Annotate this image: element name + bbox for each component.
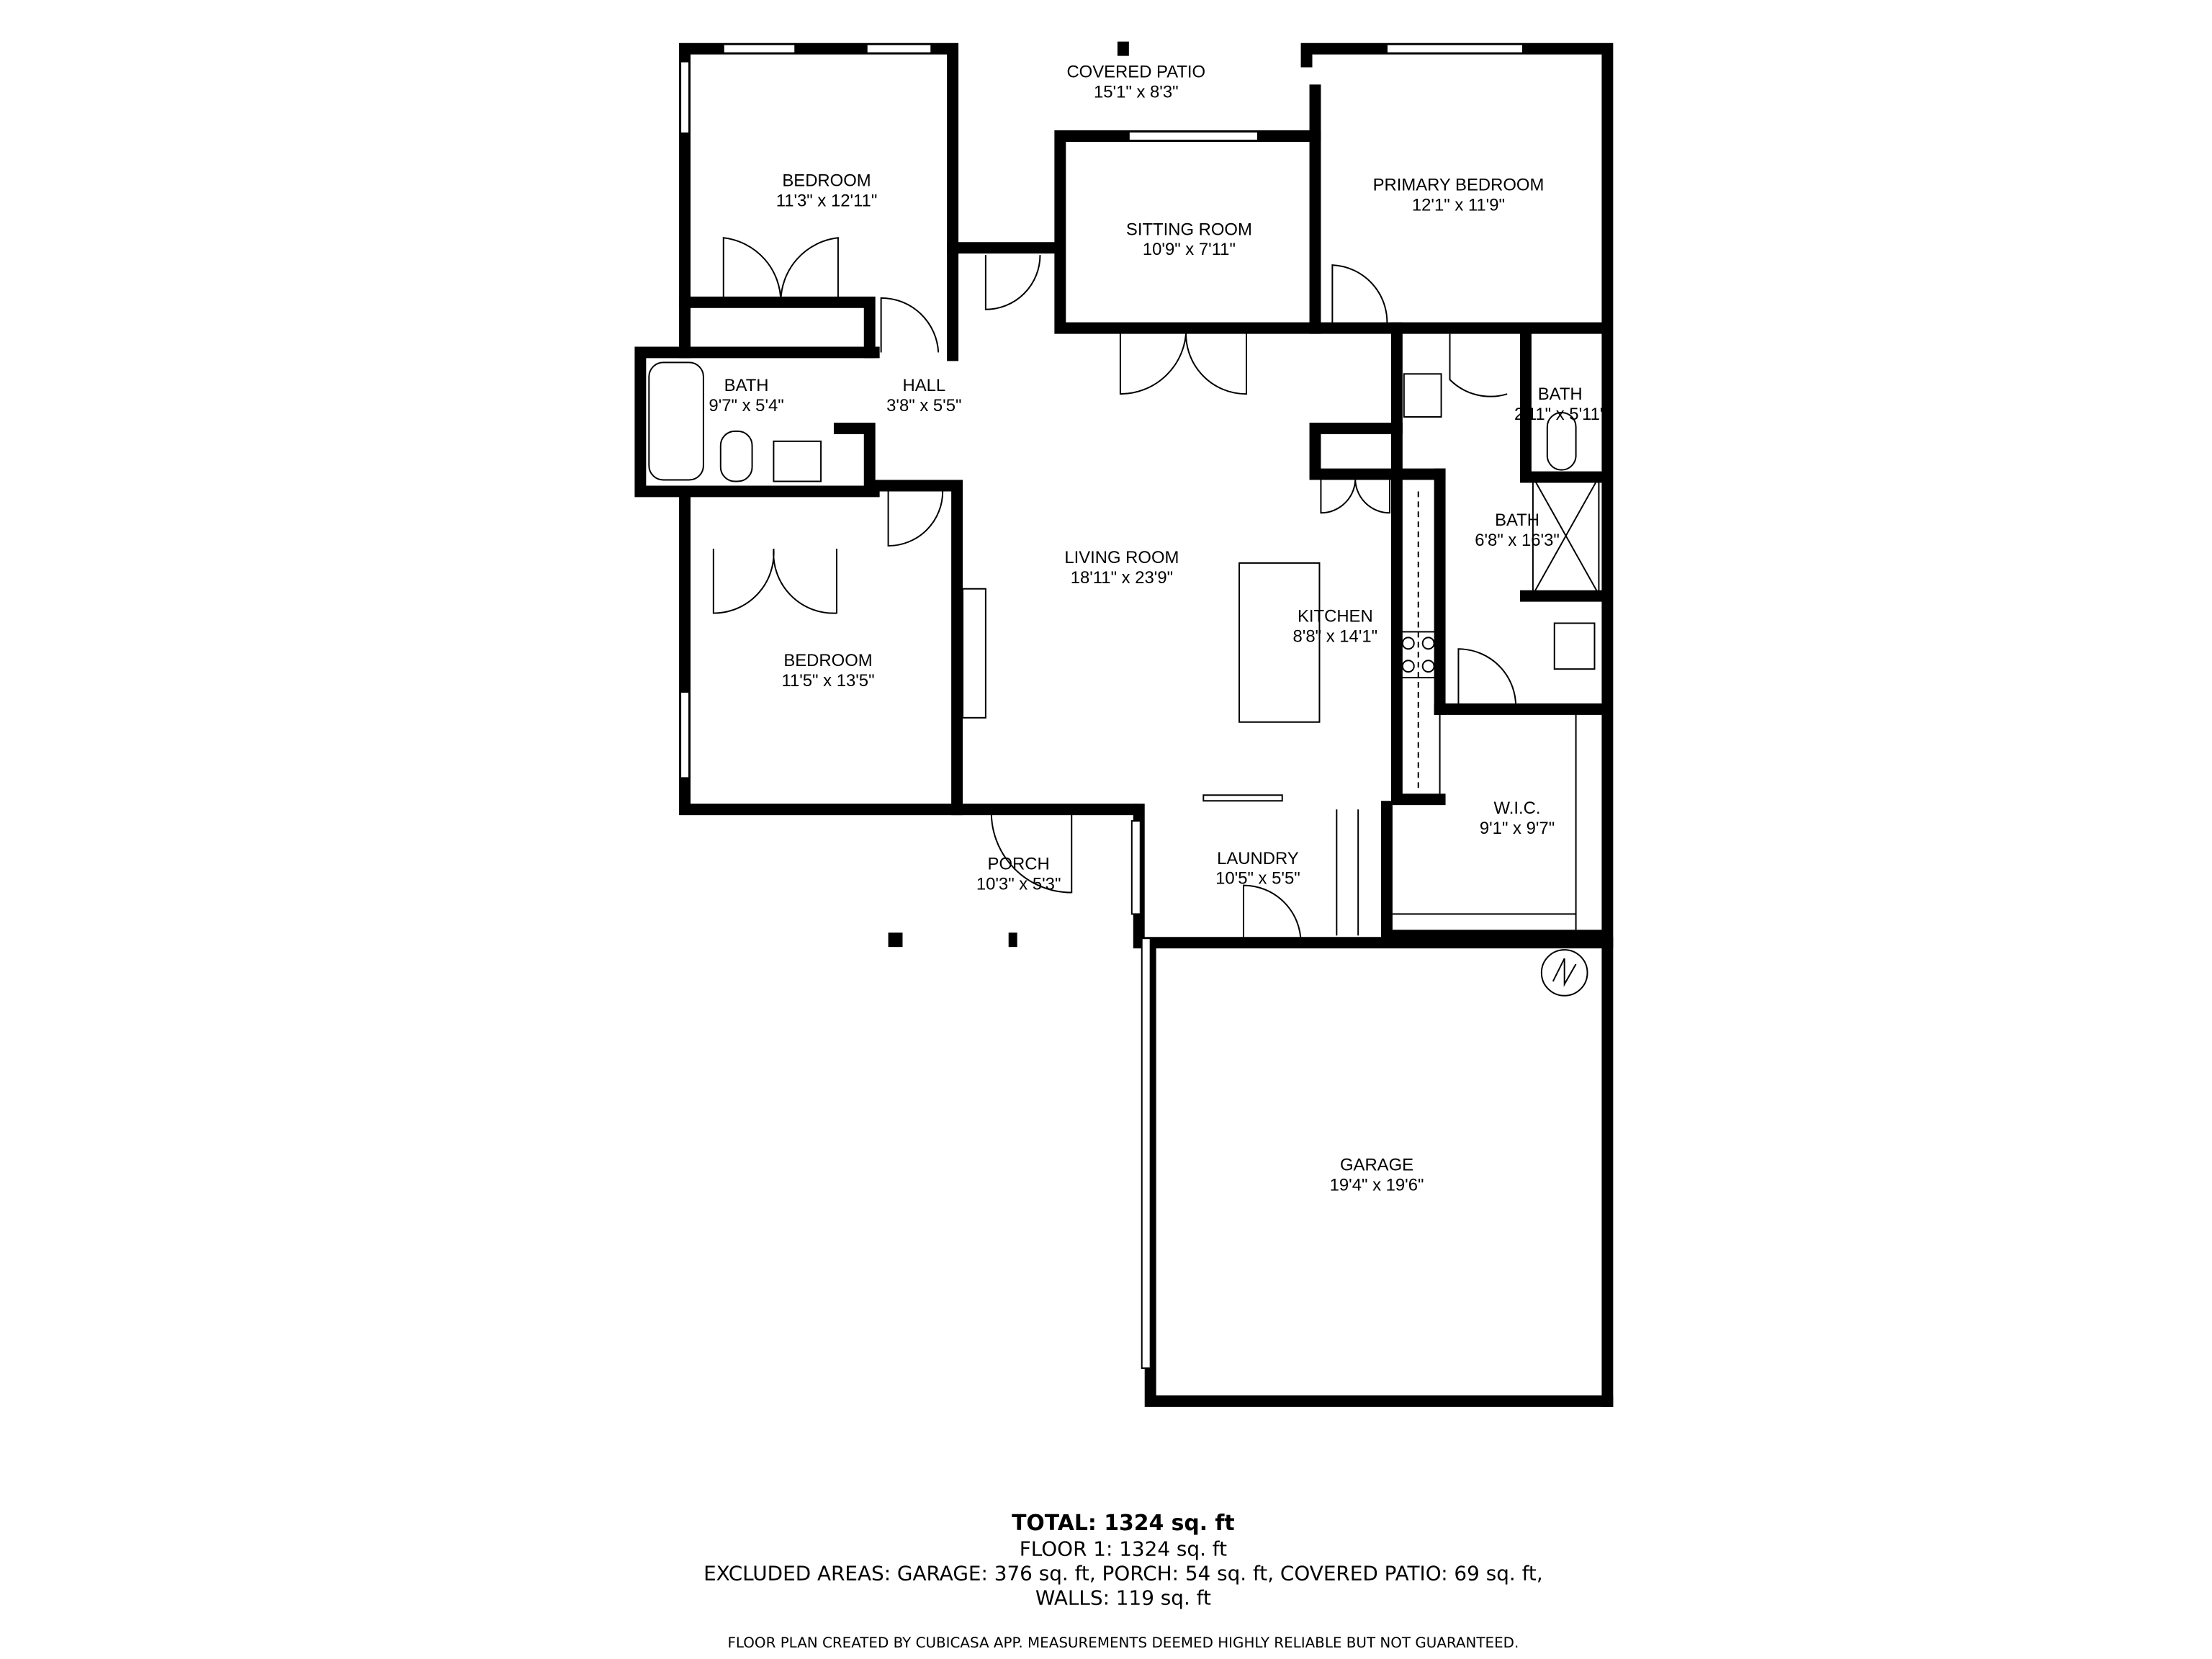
room-name: SITTING ROOM xyxy=(1126,220,1252,239)
room-name: BATH xyxy=(724,376,769,395)
walls xyxy=(634,41,1614,1407)
fixtures xyxy=(648,361,1600,936)
room-size: 18'11" x 23'9" xyxy=(1071,568,1173,588)
room-name: GARAGE xyxy=(1340,1156,1413,1175)
floor-area: FLOOR 1: 1324 sq. ft xyxy=(1020,1537,1227,1561)
room-size: 11'3" x 12'11" xyxy=(776,192,878,211)
room-name: HALL xyxy=(902,376,945,395)
room-size: 12'1" x 11'9" xyxy=(1412,195,1505,215)
room-name: COVERED PATIO xyxy=(1066,62,1205,81)
area-summary: TOTAL: 1324 sq. ft FLOOR 1: 1324 sq. ft … xyxy=(703,1511,1543,1651)
room-size: 2'11" x 5'11" xyxy=(1514,405,1606,424)
room-name: LAUNDRY xyxy=(1217,849,1299,868)
room-name: PRIMARY BEDROOM xyxy=(1373,176,1545,195)
room-size: 10'5" x 5'5" xyxy=(1215,869,1300,889)
room-size: 9'1" x 9'7" xyxy=(1480,819,1555,838)
room-name: BATH xyxy=(1538,385,1583,404)
room-size: 19'4" x 19'6" xyxy=(1330,1175,1424,1195)
room-size: 3'8" x 5'5" xyxy=(886,396,961,415)
room-name: LIVING ROOM xyxy=(1064,548,1179,567)
compass xyxy=(1540,949,1588,997)
room-name: BATH xyxy=(1495,511,1539,530)
room-name: BEDROOM xyxy=(782,171,871,191)
svg-text:W.I.C.9'1" x 9'7": W.I.C.9'1" x 9'7" xyxy=(1480,799,1555,838)
walls-area: WALLS: 119 sq. ft xyxy=(1035,1586,1211,1609)
room-size: 8'8" x 14'1" xyxy=(1293,626,1378,646)
room-name: W.I.C. xyxy=(1494,799,1541,818)
disclaimer: FLOOR PLAN CREATED BY CUBICASA APP. MEAS… xyxy=(727,1635,1519,1651)
room-size: 15'1" x 8'3" xyxy=(1094,82,1179,102)
room-size: 10'3" x 5'3" xyxy=(976,875,1061,894)
total-area: TOTAL: 1324 sq. ft xyxy=(1012,1511,1235,1536)
room-size: 9'7" x 5'4" xyxy=(709,396,783,415)
north-arrow-icon xyxy=(1540,949,1588,997)
room-name: PORCH xyxy=(988,855,1050,874)
room-name: KITCHEN xyxy=(1298,607,1373,626)
windows xyxy=(680,43,1524,1370)
room-size: 10'9" x 7'11" xyxy=(1143,240,1236,259)
room-name: BEDROOM xyxy=(783,651,872,670)
room-size: 6'8" x 16'3" xyxy=(1475,531,1560,550)
room-size: 11'5" x 13'5" xyxy=(781,671,874,691)
excluded-areas: EXCLUDED AREAS: GARAGE: 376 sq. ft, PORC… xyxy=(703,1562,1543,1586)
doors xyxy=(712,237,1517,943)
